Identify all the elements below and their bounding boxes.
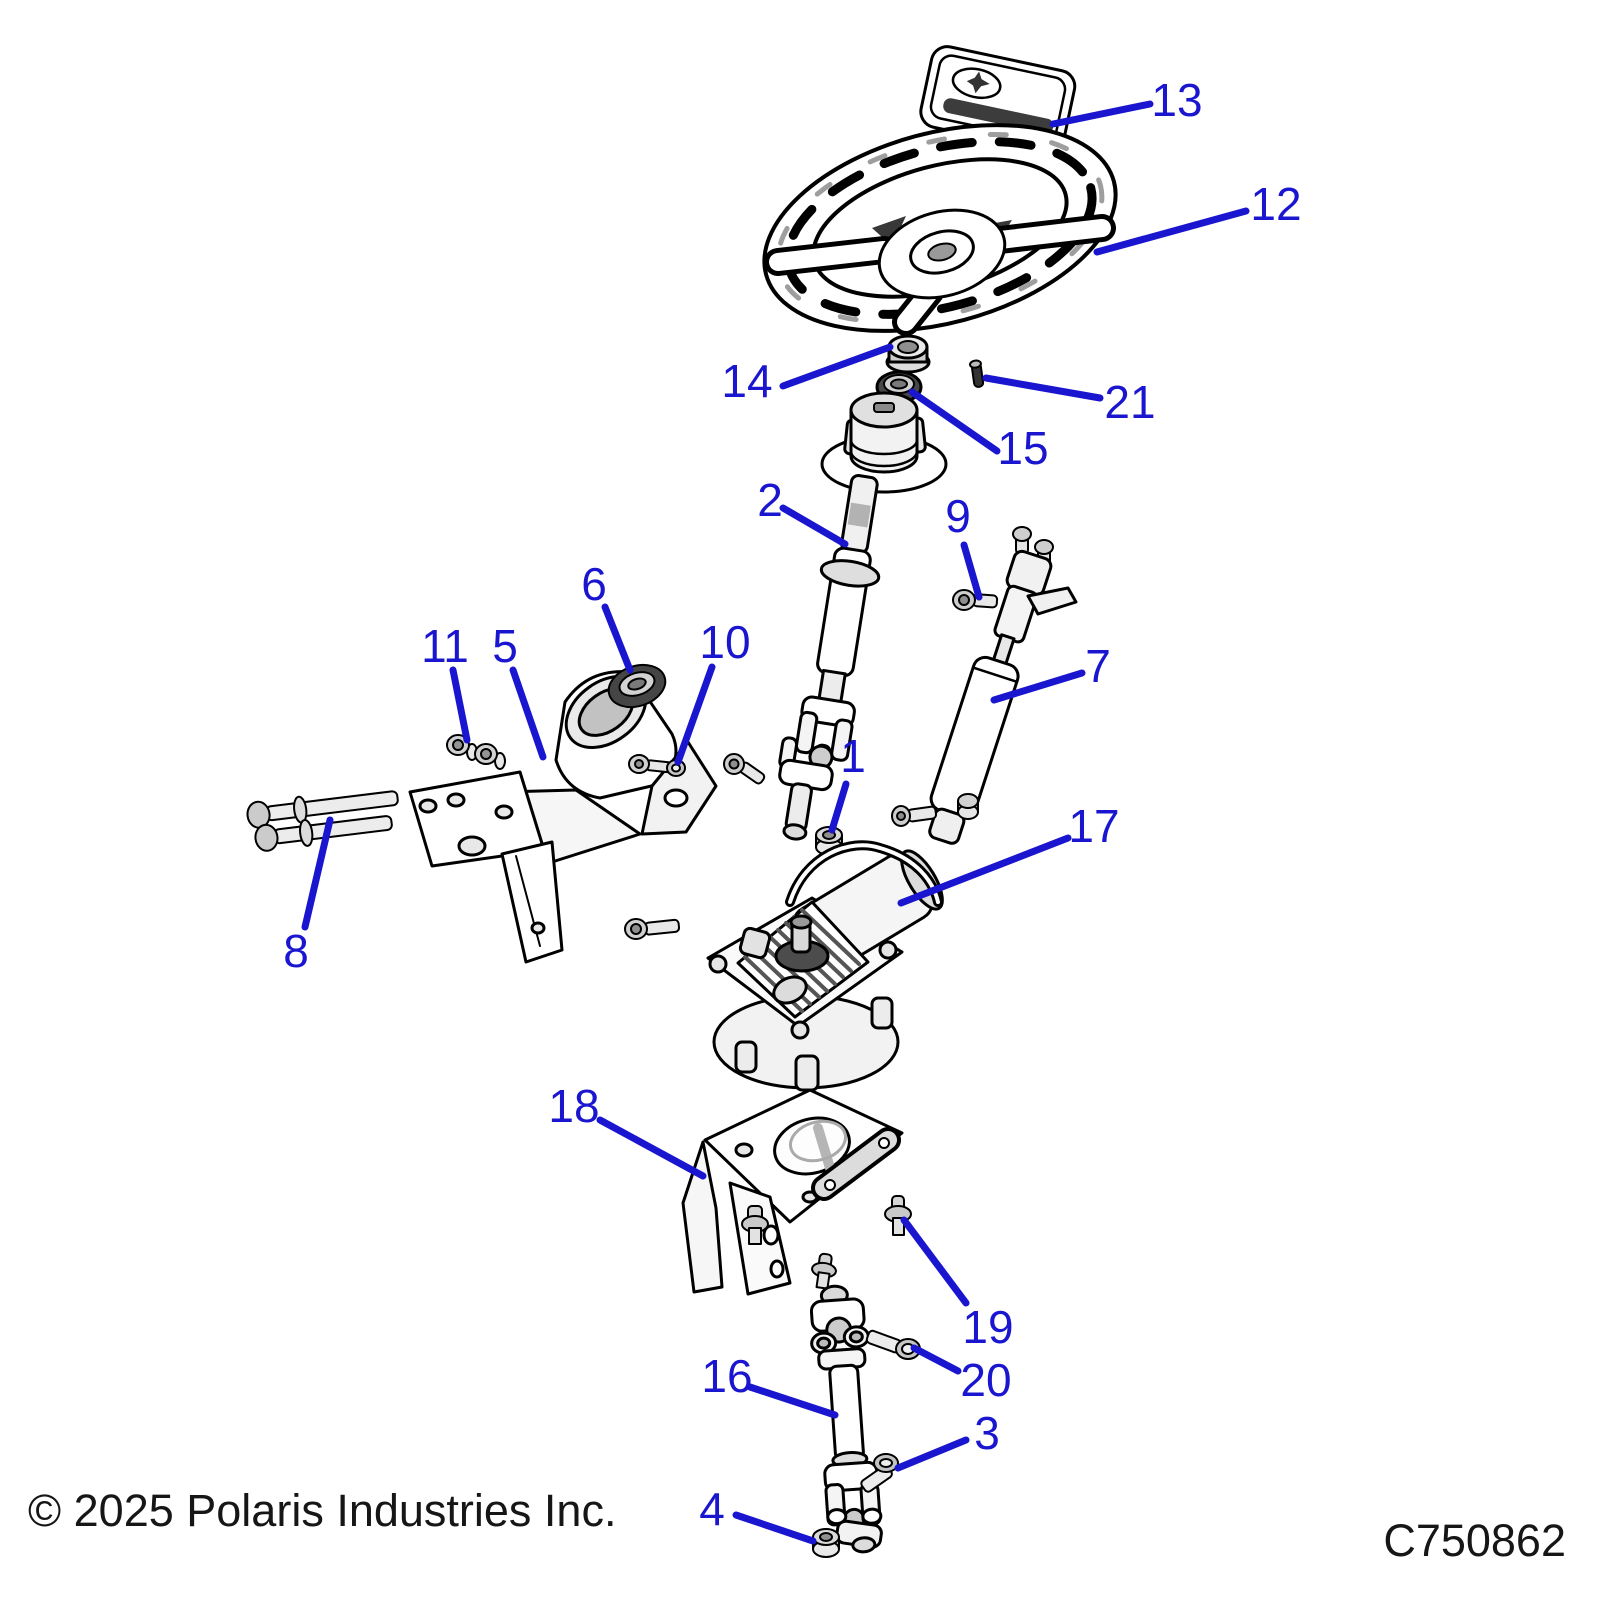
figure-code: C750862 [1383,1515,1566,1566]
callout-leader-8 [301,816,334,931]
bracket-strap [811,1127,901,1201]
callout-number-19: 19 [962,1301,1013,1353]
callout-number-16: 16 [701,1350,752,1402]
callout-leader-13 [1049,100,1154,128]
callout-leader-15 [908,388,1001,455]
callout-number-1: 1 [840,730,866,782]
callout-number-15: 15 [997,422,1048,474]
roll-pin [969,359,985,388]
steering-column-bracket [408,670,718,964]
callout-leader-5 [509,666,547,761]
callout-leader-9 [960,541,983,601]
callout-number-14: 14 [721,355,772,407]
pinch-bolt [723,753,766,785]
callout-number-10: 10 [699,616,750,668]
callout-number-18: 18 [548,1080,599,1132]
callout-leader-4 [732,1511,817,1545]
damper-nut [957,793,979,820]
callout-number-2: 2 [757,474,783,526]
eps-gearbox [706,840,944,1092]
screws-11 [446,734,506,770]
long-bolts-8 [246,790,399,852]
callout-number-3: 3 [974,1407,1000,1459]
wheel-hub-logo-icon [927,242,957,262]
damper-bolt [891,805,938,827]
callout-number-13: 13 [1151,74,1202,126]
bolt-3 [860,1453,899,1493]
callout-leader-3 [894,1436,970,1472]
input-shaft-stub [774,914,830,973]
callout-leader-17 [897,834,1072,907]
callout-number-12: 12 [1250,178,1301,230]
bracket-flange-bolt [741,1205,769,1245]
callout-leader-21 [982,374,1104,402]
upper-steering-shaft [778,474,881,841]
nut-4 [812,1528,840,1558]
damper-screws [1012,526,1054,567]
callout-number-5: 5 [492,620,518,672]
copyright-text: © 2025 Polaris Industries Inc. [28,1485,616,1536]
callout-number-11: 11 [421,620,469,672]
callout-leader-14 [779,343,894,390]
callout-number-7: 7 [1085,640,1111,692]
callout-number-4: 4 [699,1483,725,1535]
callout-leader-7 [990,669,1086,704]
bolt-nut-10 [628,754,686,777]
callout-leader-2 [779,504,849,548]
callout-leader-18 [596,1116,707,1180]
callout-leader-1 [828,780,850,834]
steering-wheel [762,123,1118,336]
damper-lever-tab [1026,586,1078,616]
callout-number-21: 21 [1104,376,1155,428]
bracket-bolt [624,918,681,940]
callout-leader-6 [601,603,634,674]
steering-wheel-nut [885,334,931,374]
callout-leader-11 [449,666,471,744]
steering-damper [928,549,1053,845]
steering-boss [820,391,948,494]
seal [607,663,667,709]
callout-number-9: 9 [945,490,971,542]
callout-leader-10 [674,663,716,766]
callout-leader-19 [900,1216,970,1307]
callout-number-8: 8 [283,925,309,977]
callout-number-17: 17 [1068,800,1119,852]
callout-leader-16 [746,1383,839,1419]
callout-leader-12 [1093,207,1250,256]
mount-bracket [681,1088,904,1296]
lower-steering-shaft [809,1284,883,1554]
bolt-20 [865,1329,921,1360]
cap-emblem-icon [966,71,990,94]
center-flange-bolt [811,1252,837,1290]
callout-number-20: 20 [960,1354,1011,1406]
callout-leader-20 [910,1344,962,1375]
callout-number-6: 6 [581,558,607,610]
